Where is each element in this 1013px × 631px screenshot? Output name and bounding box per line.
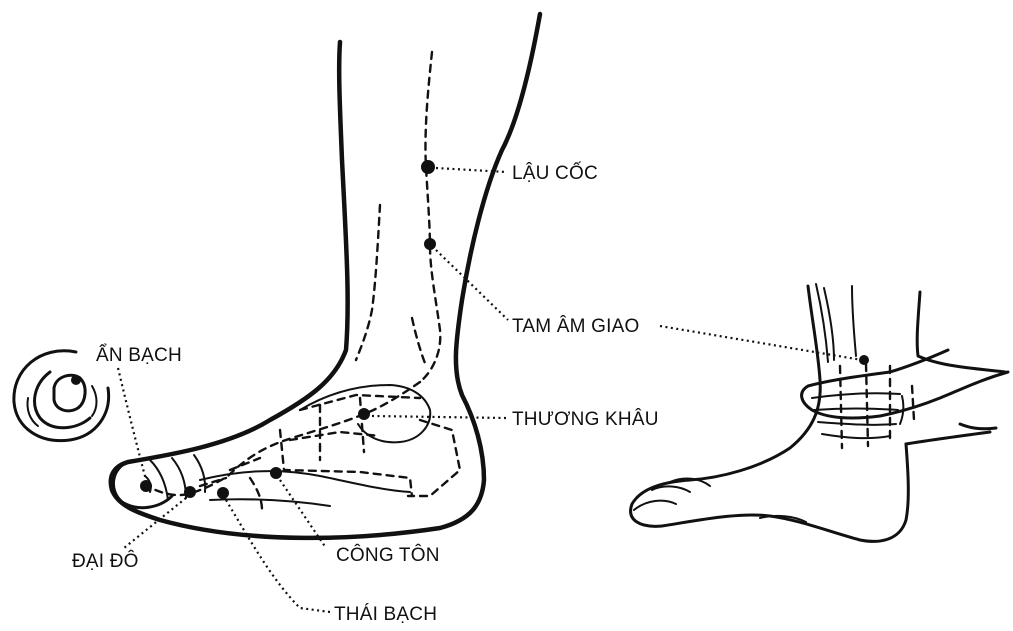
hand-wrist — [906, 424, 996, 444]
meridian-foot-bones-b — [200, 395, 420, 510]
label-thai-bach: THÁI BẠCH — [334, 604, 437, 625]
right-leg-back — [917, 292, 1005, 372]
right-leg-tendons — [816, 284, 856, 362]
hand-measure-illustration — [631, 284, 1008, 541]
meridian-foot-main — [146, 382, 420, 495]
point-an-bach — [140, 480, 152, 492]
point-thai-bach — [217, 487, 229, 499]
point-cong-ton — [270, 467, 282, 479]
arch-lines — [200, 471, 410, 506]
toe-inset-illustration — [14, 351, 109, 441]
point-thuong-khau — [358, 408, 370, 420]
toe-lines — [145, 455, 205, 500]
leader-thuong-khau — [372, 416, 506, 418]
label-dai-do: ĐẠI ĐÔ — [72, 550, 139, 572]
point-labels: LẬU CỐC TAM ÂM GIAO THƯƠNG KHÂU ẨN BẠCH … — [72, 162, 659, 625]
meridian-leg-tendon — [412, 318, 426, 366]
hand-outline — [802, 350, 1008, 418]
inset-point-an-bach — [71, 375, 81, 385]
leader-tam-am-giao — [436, 250, 508, 320]
label-thuong-khau: THƯƠNG KHÂU — [512, 408, 659, 430]
acupoints — [140, 160, 436, 499]
leg-back-outline — [111, 14, 540, 538]
leader-thai-bach — [226, 500, 330, 612]
label-lau-coc: LẬU CỐC — [512, 162, 598, 184]
label-cong-ton: CÔNG TÔN — [336, 544, 440, 566]
label-an-bach: ẨN BẠCH — [96, 344, 182, 366]
point-dai-do — [184, 486, 196, 498]
meridian-leg-inner — [356, 205, 380, 360]
main-foot-illustration — [111, 14, 540, 538]
leader-lines — [118, 168, 862, 612]
point-lau-coc — [421, 160, 435, 174]
label-tam-am-giao: TAM ÂM GIAO — [512, 315, 639, 337]
inset-point-tam-am-giao — [859, 355, 869, 365]
point-tam-am-giao — [424, 238, 436, 250]
meridian-leg-upper — [420, 52, 440, 382]
